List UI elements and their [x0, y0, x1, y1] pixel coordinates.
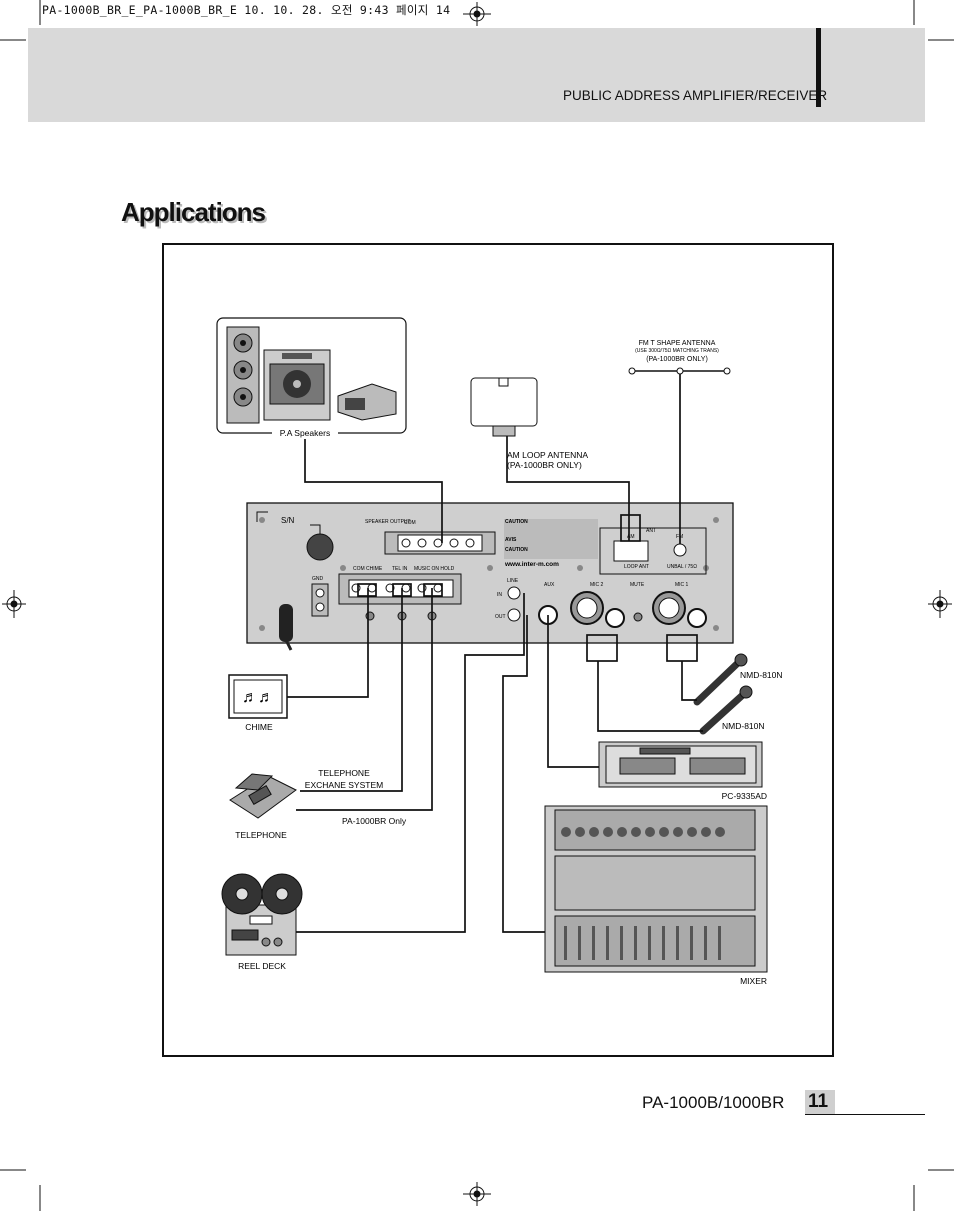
- page-number-box: [805, 1090, 835, 1114]
- svg-text:AM: AM: [627, 534, 635, 540]
- label-telephone-exchange-1: TELEPHONE: [318, 768, 370, 778]
- label-fm-antenna-note: (USE 300Ω/75Ω MATCHING TRANS): [635, 348, 719, 354]
- diagram-frame: [162, 243, 834, 1057]
- label-fm-antenna-model: (PA-1000BR ONLY): [646, 356, 708, 363]
- footer-rule: [805, 1114, 925, 1115]
- am-antenna-illustration: [470, 377, 538, 437]
- svg-text:IN: IN: [497, 592, 502, 598]
- registration-mark-bottom: [463, 1182, 491, 1206]
- pa-speakers-illustration: [216, 317, 407, 434]
- svg-text:OUT: OUT: [495, 614, 506, 620]
- svg-text:AUX: AUX: [544, 582, 555, 588]
- fm-antenna-illustration: [628, 367, 731, 375]
- svg-text:SPEAKER OUTPUT: SPEAKER OUTPUT: [365, 519, 411, 525]
- wiring: [287, 374, 703, 933]
- label-mic-1: NMD-810N: [740, 670, 783, 680]
- svg-text:AVIS: AVIS: [505, 537, 517, 543]
- svg-text:COM CHIME: COM CHIME: [353, 566, 383, 572]
- svg-text:S/N: S/N: [281, 516, 295, 525]
- microphone-1-illustration: [693, 653, 748, 706]
- cassette-deck-illustration: [598, 741, 763, 788]
- label-am-antenna-model: (PA-1000BR ONLY): [507, 460, 582, 470]
- file-info: PA-1000B_BR_E_PA-1000B_BR_E 10. 10. 28. …: [42, 3, 451, 17]
- label-fm-antenna: FM T SHAPE ANTENNA: [639, 340, 716, 347]
- svg-text:MIC 2: MIC 2: [590, 582, 604, 588]
- svg-text:♬♬: ♬♬: [242, 689, 274, 706]
- registration-mark-left: [2, 590, 26, 618]
- telephone-illustration: [229, 773, 297, 819]
- microphone-2-illustration: [699, 685, 753, 735]
- svg-text:TEL IN: TEL IN: [392, 566, 408, 572]
- svg-text:LINE: LINE: [507, 578, 519, 584]
- svg-text:MUTE: MUTE: [630, 582, 645, 588]
- header-band: [28, 28, 925, 122]
- label-reel-deck: REEL DECK: [238, 961, 286, 971]
- chime-illustration: ♬♬: [228, 674, 288, 719]
- reel-deck-illustration: [221, 873, 303, 956]
- header-rule: [816, 28, 821, 107]
- registration-mark-right: [928, 590, 952, 618]
- registration-mark-top: [463, 2, 491, 26]
- page-number: 11: [808, 1091, 829, 1112]
- svg-text:LOOP ANT: LOOP ANT: [624, 564, 649, 570]
- svg-text:CAUTION: CAUTION: [505, 519, 528, 525]
- svg-text:UNBAL / 75Ω: UNBAL / 75Ω: [667, 564, 697, 570]
- svg-text:MUSIC ON HOLD: MUSIC ON HOLD: [414, 566, 455, 572]
- page-title: Applications: [121, 197, 266, 227]
- label-telephone: TELEPHONE: [235, 830, 287, 840]
- label-pa-speakers: P.A Speakers: [280, 428, 330, 438]
- svg-text:www.inter-m.com: www.inter-m.com: [504, 561, 559, 568]
- label-pa1000br-only: PA-1000BR Only: [342, 816, 407, 826]
- footer-model: PA-1000B/1000BR: [642, 1093, 785, 1112]
- label-mic-2: NMD-810N: [722, 721, 765, 731]
- label-chime: CHIME: [245, 722, 273, 732]
- svg-text:MIC 1: MIC 1: [675, 582, 689, 588]
- label-am-antenna: AM LOOP ANTENNA: [507, 450, 588, 460]
- mixer-illustration: [544, 805, 768, 973]
- svg-text:CAUTION: CAUTION: [505, 547, 528, 553]
- label-mixer: MIXER: [740, 976, 767, 986]
- label-telephone-exchange-2: EXCHANE SYSTEM: [305, 780, 383, 790]
- svg-text:ANT: ANT: [646, 528, 656, 534]
- svg-text:GND: GND: [312, 576, 324, 582]
- svg-text:COM: COM: [404, 520, 416, 526]
- section-label: PUBLIC ADDRESS AMPLIFIER/RECEIVER: [563, 88, 828, 103]
- label-cassette-deck: PC-9335AD: [722, 791, 767, 801]
